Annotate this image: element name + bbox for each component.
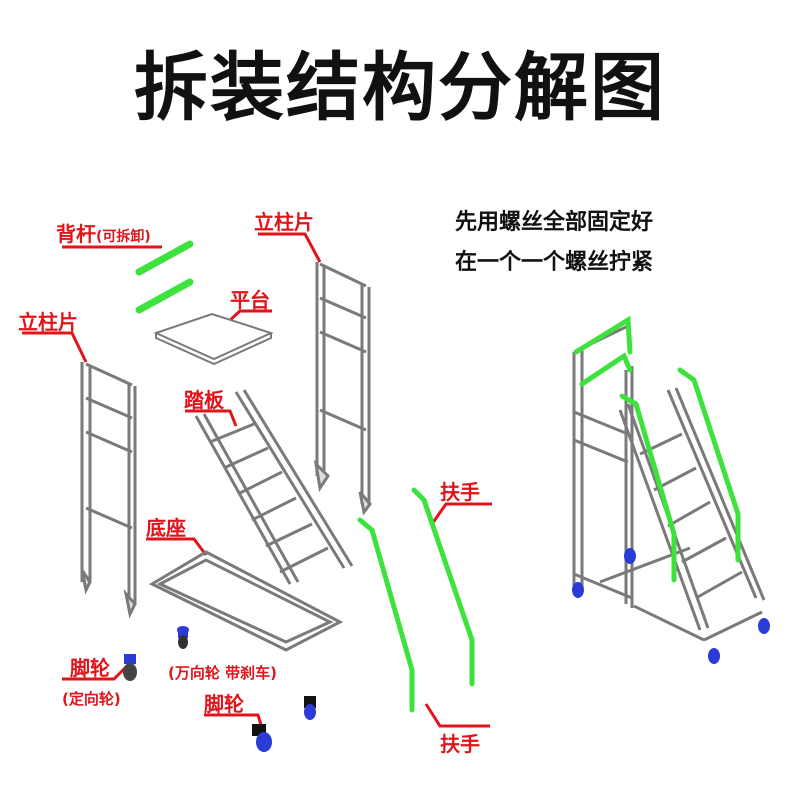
leader-handrail-bottom [424, 703, 490, 728]
handrail-1 [357, 517, 415, 713]
leader-post-left [22, 331, 88, 363]
leader-tread [185, 409, 238, 427]
page-title: 拆装结构分解图 [134, 45, 666, 131]
caster-fixed [123, 654, 137, 681]
base-part [148, 550, 344, 652]
caster-swivel-3 [252, 724, 272, 752]
assembled-wheels [572, 548, 770, 664]
post-panel-left [80, 362, 137, 619]
label-post-panel-right: 立柱片 [254, 210, 314, 234]
tread-stair [194, 389, 354, 585]
label-caster-swivel-sub: (万向轮 带刹车) [168, 664, 277, 682]
label-post-panel-left: 立柱片 [18, 310, 78, 334]
back-bar-2 [135, 278, 194, 314]
leader-lines [22, 232, 492, 729]
note-line-2: 在一个一个螺丝拧紧 [455, 250, 654, 275]
leader-handrail-top [430, 502, 492, 525]
back-bars [135, 240, 194, 314]
label-caster-fixed-sub: (定向轮) [62, 690, 121, 708]
caster-swivel-1 [177, 626, 189, 649]
label-caster-fixed: 脚轮 [70, 656, 110, 680]
post-panel-right [313, 262, 372, 516]
label-caster-swivel: 脚轮 [204, 692, 244, 716]
leader-platform [226, 309, 272, 324]
leader-caster-swivel [204, 713, 264, 729]
platform-part [153, 312, 274, 366]
assembled-handrails [573, 315, 741, 583]
leader-caster-fixed [62, 665, 128, 681]
handrail-2 [411, 487, 475, 687]
label-tread: 踏板 [184, 388, 224, 412]
label-platform: 平台 [230, 288, 270, 312]
note-line-1: 先用螺丝全部固定好 [455, 210, 654, 235]
label-handrail-top: 扶手 [440, 480, 480, 504]
leader-base [146, 537, 208, 556]
label-base: 底座 [146, 516, 186, 540]
caster-swivel-2 [304, 696, 316, 720]
label-handrail-bottom: 扶手 [440, 732, 480, 756]
back-bar-1 [135, 240, 194, 276]
leader-post-right [258, 232, 322, 263]
label-back-bar: 背杆(可拆卸) [56, 222, 151, 246]
handrails-exploded [357, 487, 475, 713]
